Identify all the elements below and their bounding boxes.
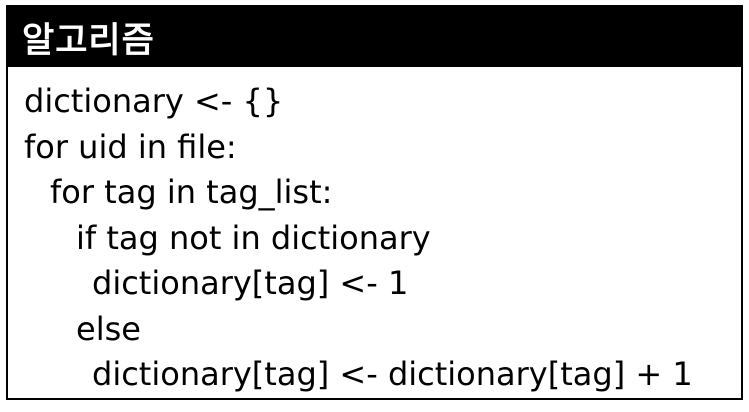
algorithm-header: 알고리즘 <box>8 7 741 67</box>
code-line: for tag in tag_list: <box>50 173 333 211</box>
code-line: dictionary[tag] <- 1 <box>92 264 409 302</box>
code-line: for uid in file: <box>24 127 237 166</box>
code-line: if tag not in dictionary <box>76 218 431 257</box>
code-line: dictionary[tag] <- dictionary[tag] + 1 <box>92 355 693 393</box>
code-line: dictionary <- {} <box>24 82 284 120</box>
code-line: else <box>76 309 141 348</box>
algorithm-box: 알고리즘 dictionary <- {} for uid in file: f… <box>6 5 743 400</box>
code-block: dictionary <- {} for uid in file: for ta… <box>8 67 741 398</box>
algorithm-title: 알고리즘 <box>22 20 155 61</box>
